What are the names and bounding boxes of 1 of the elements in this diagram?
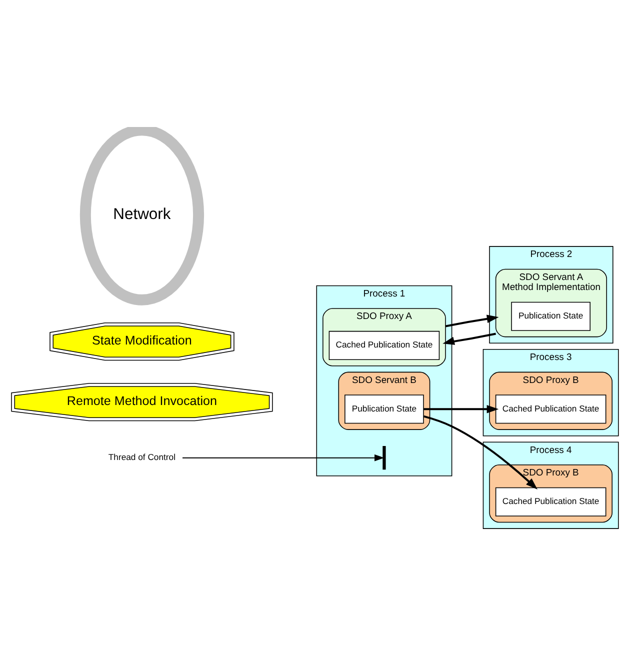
node-text: Thread of Control — [108, 452, 176, 462]
